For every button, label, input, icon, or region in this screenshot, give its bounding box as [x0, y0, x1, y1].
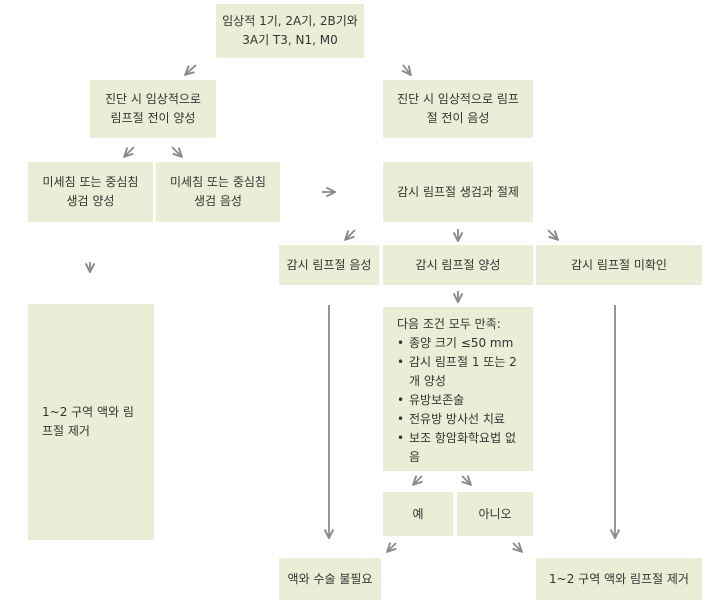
no-label: 아니오	[478, 506, 512, 521]
no-box: 아니오	[457, 492, 533, 536]
biopsy-positive-box: 미세침 또는 중심침 생검 양성	[28, 162, 153, 222]
start-box: 임상적 1기, 2A기, 2B기와 3A기 T3, N1, M0	[216, 4, 364, 58]
condition-item: 종양 크기 ≤50 mm	[397, 334, 519, 353]
biopsy-negative-line-2: 생검 음성	[194, 194, 242, 208]
arrow-no-to-dissection	[513, 543, 521, 551]
sentinel-unidentified-label: 감시 림프절 미확인	[571, 257, 667, 272]
arrow-conditions-to-no	[462, 476, 470, 484]
yes-box: 예	[383, 492, 453, 536]
arrow-sentinel-to-negative	[346, 229, 356, 239]
clin-negative-box: 진단 시 임상적으로 림프 절 전이 음성	[383, 80, 533, 138]
arrow-yes-to-no-surgery	[388, 543, 396, 551]
no-surgery-label: 액와 수술 불필요	[287, 571, 373, 586]
biopsy-positive-line-1: 미세침 또는 중심침	[42, 175, 139, 189]
clin-positive-box: 진단 시 임상적으로 림프절 전이 양성	[90, 80, 216, 138]
sentinel-positive-box: 감시 림프절 양성	[383, 245, 533, 285]
clin-positive-line-2: 림프절 전이 양성	[110, 111, 196, 125]
arrow-sentinel-to-unidentified	[547, 229, 557, 239]
sentinel-unidentified-box: 감시 림프절 미확인	[536, 245, 702, 285]
dissection-right-box: 1~2 구역 액와 림프절 제거	[536, 558, 702, 600]
sentinel-negative-box: 감시 림프절 음성	[279, 245, 379, 285]
biopsy-negative-line-1: 미세침 또는 중심침	[170, 175, 266, 189]
condition-item: 감시 림프절 1 또는 2 개 양성	[397, 353, 519, 391]
arrow-clin-positive-to-biopsy-positive	[125, 146, 135, 156]
dissection-left-label: 1~2 구역 액와 림프절 제거	[42, 405, 134, 438]
arrow-clin-positive-to-biopsy-negative	[171, 146, 181, 156]
condition-item: 유방보존술	[397, 391, 519, 410]
sentinel-biopsy-box: 감시 림프절 생검과 절제	[383, 162, 533, 222]
biopsy-negative-box: 미세침 또는 중심침 생검 음성	[156, 162, 280, 222]
condition-item: 보조 항암화학요법 없음	[397, 429, 519, 467]
biopsy-positive-line-2: 생검 양성	[66, 194, 115, 208]
no-surgery-box: 액와 수술 불필요	[279, 558, 381, 600]
start-line-1: 임상적 1기, 2A기, 2B기와	[222, 14, 358, 28]
dissection-left-box: 1~2 구역 액와 림프절 제거	[28, 304, 154, 540]
arrow-start-to-clin-positive	[186, 64, 197, 74]
condition-item: 전유방 방사선 치료	[397, 410, 519, 429]
conditions-box: 다음 조건 모두 만족: 종양 크기 ≤50 mm 감시 림프절 1 또는 2 …	[383, 307, 533, 471]
clin-positive-line-1: 진단 시 임상적으로	[105, 92, 201, 106]
conditions-title: 다음 조건 모두 만족:	[397, 317, 501, 331]
conditions-list: 종양 크기 ≤50 mm 감시 림프절 1 또는 2 개 양성 유방보존술 전유…	[397, 334, 519, 467]
clin-negative-line-2: 절 전이 음성	[426, 111, 490, 125]
dissection-right-label: 1~2 구역 액와 림프절 제거	[549, 571, 689, 586]
clin-negative-line-1: 진단 시 임상적으로 림프	[397, 92, 519, 106]
sentinel-positive-label: 감시 림프절 양성	[415, 257, 501, 272]
arrow-start-to-clin-negative	[403, 64, 410, 74]
sentinel-biopsy-label: 감시 림프절 생검과 절제	[397, 184, 519, 199]
arrow-conditions-to-yes	[414, 476, 422, 484]
yes-label: 예	[412, 506, 424, 521]
start-line-2: 3A기 T3, N1, M0	[242, 33, 338, 47]
sentinel-negative-label: 감시 림프절 음성	[286, 257, 372, 272]
